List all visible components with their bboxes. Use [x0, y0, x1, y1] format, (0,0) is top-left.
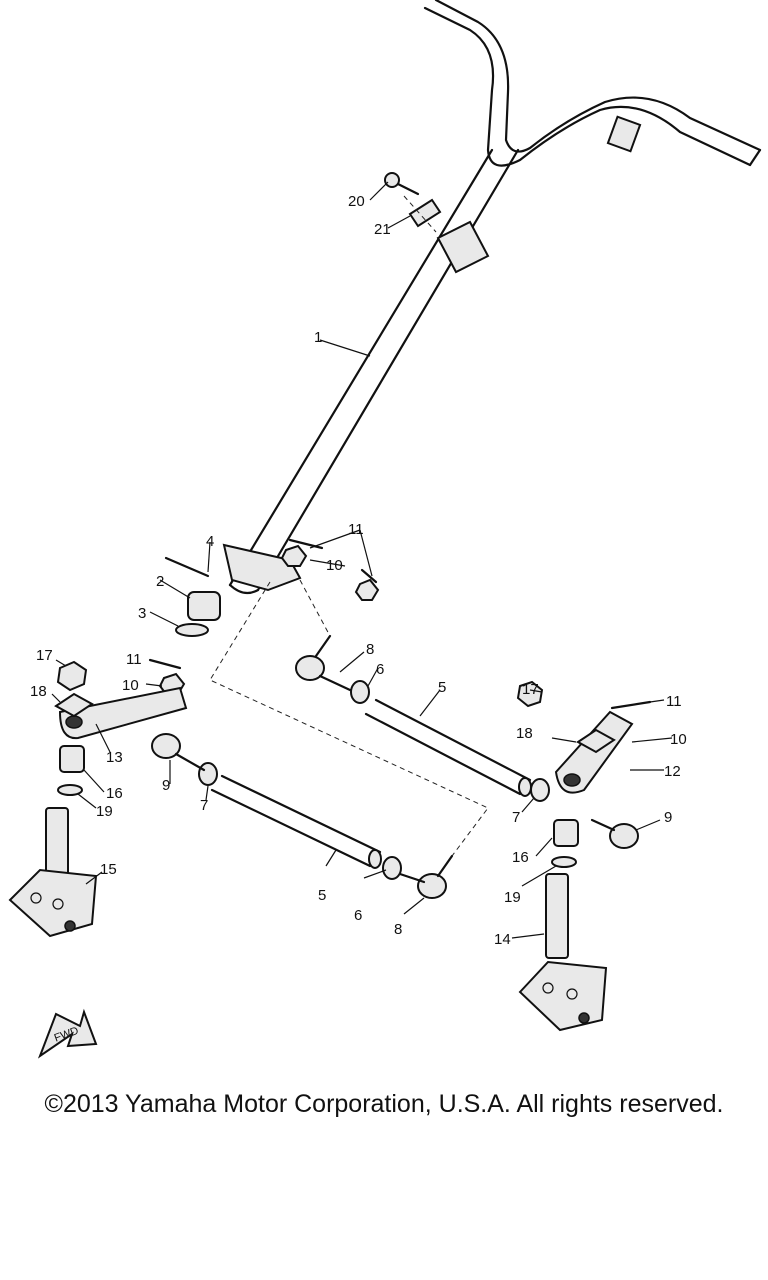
callout-4: 4	[206, 533, 214, 550]
exploded-view-drawing: 1 2 3 4 5 5 6 6 7 7 8 8 9 9 10 10 10 11 …	[8, 0, 762, 1059]
callout-18a: 18	[30, 683, 47, 700]
callout-9b: 9	[664, 809, 672, 826]
callout-12: 12	[664, 763, 681, 780]
cotter-pin-11d	[360, 568, 378, 584]
plate-18a	[54, 692, 94, 718]
spring-16b	[553, 819, 579, 847]
callout-19b: 19	[504, 889, 521, 906]
callout-7a: 7	[512, 809, 520, 826]
tie-rod-end-8b	[398, 854, 454, 899]
bolt-20	[384, 172, 420, 196]
nut-10a	[280, 544, 308, 567]
washer-3	[175, 623, 209, 637]
callout-19a: 19	[96, 803, 113, 820]
callout-2: 2	[156, 573, 164, 590]
nut-17a	[56, 660, 88, 692]
callout-14: 14	[494, 931, 511, 948]
callout-20: 20	[348, 193, 365, 210]
callout-15: 15	[100, 861, 117, 878]
callout-17a: 17	[36, 647, 53, 664]
callout-17b: 17	[522, 681, 539, 698]
bushing-2	[187, 591, 221, 621]
callout-6b: 6	[354, 907, 362, 924]
cotter-pin-11b	[148, 658, 182, 670]
callout-21: 21	[374, 221, 391, 238]
callout-11a: 11	[348, 521, 364, 538]
callout-16a: 16	[106, 785, 123, 802]
callout-16b: 16	[512, 849, 529, 866]
callout-labels: 1 2 3 4 5 5 6 6 7 7 8 8 9 9 10 10 10 11 …	[30, 193, 687, 948]
callout-18b: 18	[516, 725, 533, 742]
callout-1: 1	[314, 329, 322, 346]
lock-nut-6a	[350, 680, 370, 704]
tie-rod-end-9b	[590, 818, 639, 849]
copyright-notice: ©2013 Yamaha Motor Corporation, U.S.A. A…	[44, 1090, 724, 1118]
callout-6a: 6	[376, 661, 384, 678]
tie-rod-5b	[210, 774, 382, 869]
callout-10b: 10	[122, 677, 139, 694]
knuckle-arm-13	[58, 686, 188, 740]
callout-5b: 5	[318, 887, 326, 904]
callout-11c: 11	[666, 693, 682, 710]
lock-nut-7a	[530, 778, 550, 802]
callout-9a: 9	[162, 777, 170, 794]
spindle-14	[518, 873, 608, 1032]
leader-lines	[51, 181, 673, 939]
callout-8a: 8	[366, 641, 374, 658]
knuckle-arm-12	[554, 710, 634, 794]
plate-18b	[576, 728, 616, 754]
callout-8b: 8	[394, 921, 402, 938]
tie-rod-5a	[364, 698, 532, 797]
nut-10b	[354, 578, 380, 601]
callout-10c: 10	[670, 731, 687, 748]
tie-rod-end-8a	[295, 634, 352, 692]
nut-17b	[516, 680, 544, 708]
callout-3: 3	[138, 605, 146, 622]
fwd-arrow-icon: FWD	[37, 1008, 98, 1059]
callout-11b: 11	[126, 651, 142, 668]
spindle-15	[8, 807, 98, 938]
bracket-21	[408, 198, 442, 228]
lock-nut-6b	[382, 856, 402, 880]
pin-4	[164, 556, 210, 578]
callout-10a: 10	[326, 557, 343, 574]
cotter-pin-11a	[288, 538, 324, 550]
lock-nut-7b	[198, 762, 218, 786]
callout-5a: 5	[438, 679, 446, 696]
spring-16a	[59, 745, 85, 773]
cotter-pin-11c	[610, 700, 652, 710]
callout-7b: 7	[200, 797, 208, 814]
handlebar	[423, 0, 762, 167]
tie-rod-end-9a	[151, 733, 206, 772]
callout-13: 13	[106, 749, 123, 766]
steering-column	[222, 148, 520, 595]
washer-19b	[551, 856, 577, 868]
washer-19a	[57, 784, 83, 796]
assembly-lines	[209, 195, 489, 857]
